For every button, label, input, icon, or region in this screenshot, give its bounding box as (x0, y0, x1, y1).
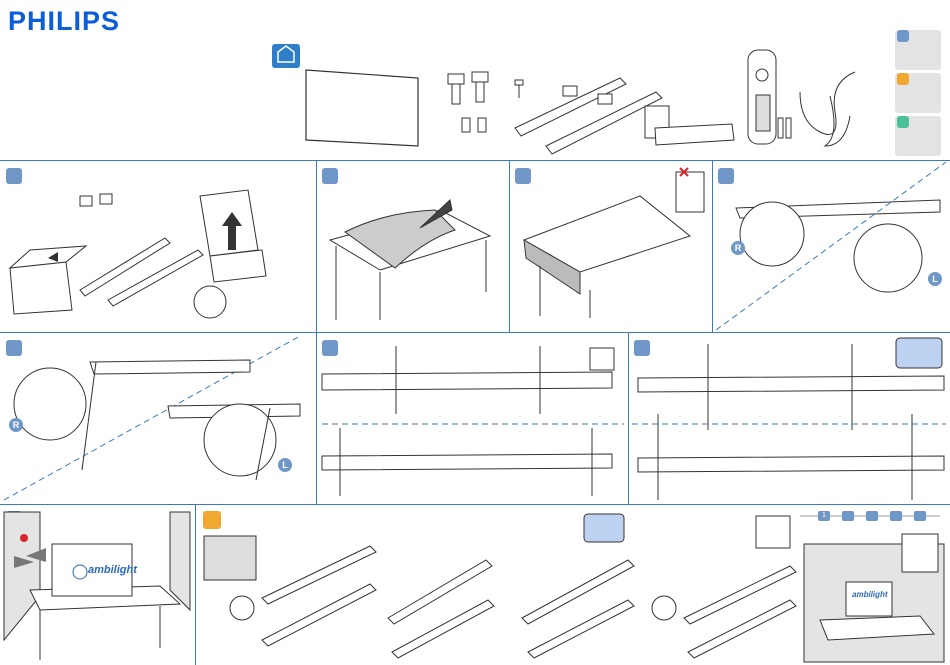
flow-step-4 (890, 511, 902, 521)
flow-step-3 (866, 511, 878, 521)
flow-step-1: 1 (818, 511, 830, 521)
flow-step-5 (914, 511, 926, 521)
ambilight-label: ambilight (88, 564, 137, 576)
warning-icon (20, 534, 28, 542)
ambilight-label-2: ambilight (852, 590, 888, 599)
flow-step-2 (842, 511, 854, 521)
